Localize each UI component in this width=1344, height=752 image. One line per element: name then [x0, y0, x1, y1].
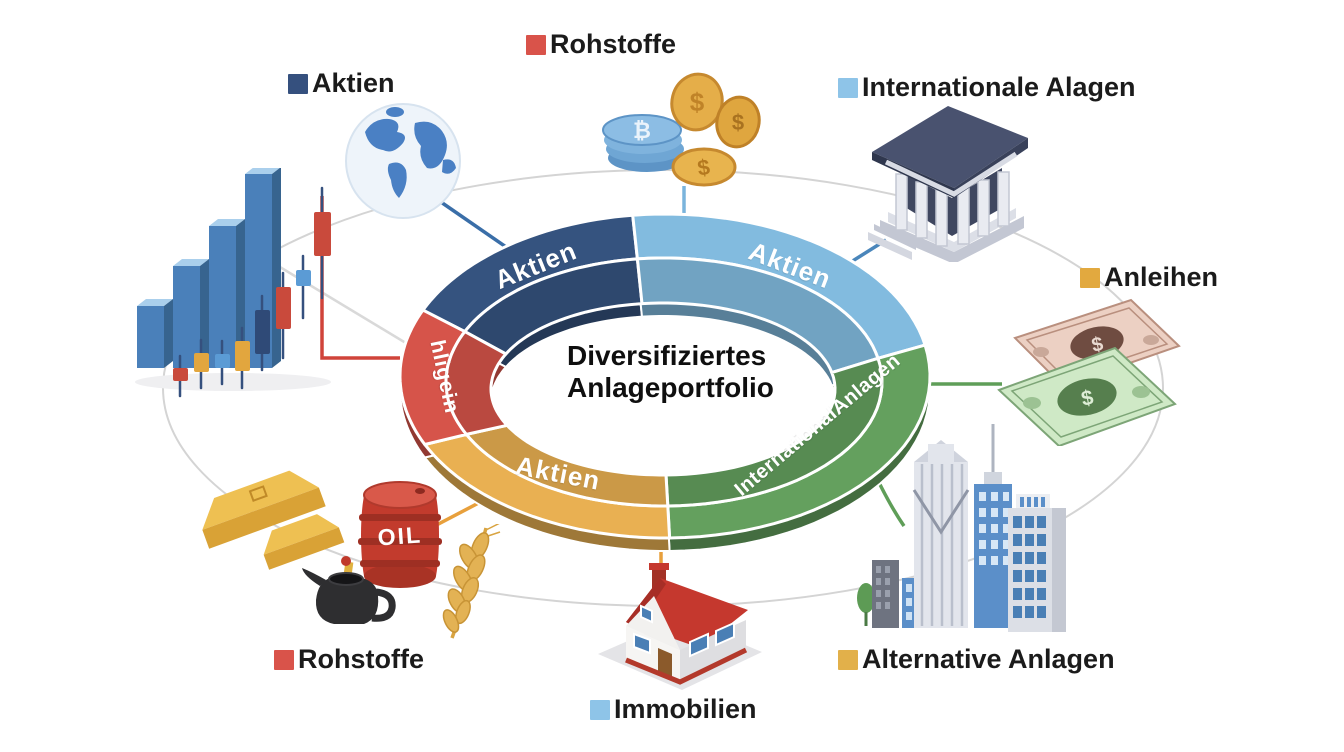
legend-label: Alternative Anlagen — [862, 644, 1115, 674]
legend-item-anleihen: Anleihen — [1080, 262, 1218, 293]
svg-text:$: $ — [732, 110, 744, 135]
legend-swatch — [274, 649, 294, 670]
legend-item-rohstoffe-bottom: Rohstoffe — [274, 644, 424, 675]
bank-icon — [868, 106, 1028, 262]
legend-item-immobilien: Immobilien — [590, 694, 757, 725]
stock-chart-icon — [135, 168, 331, 398]
legend-label: Anleihen — [1104, 262, 1219, 292]
chart-center-title-line1: Diversifiziertes — [567, 340, 767, 371]
oil-can-icon — [302, 556, 396, 624]
legend-swatch — [288, 73, 308, 94]
svg-text:₿: ₿ — [633, 118, 651, 143]
oil-barrel-icon: OIL — [358, 481, 442, 588]
house-icon — [598, 563, 762, 690]
legend-label: Internationale Alagen — [862, 72, 1136, 102]
svg-text:$: $ — [690, 87, 705, 117]
globe-icon — [345, 103, 461, 219]
svg-text:$: $ — [1090, 333, 1105, 357]
gold-bars-icon — [202, 470, 345, 570]
svg-text:OIL: OIL — [377, 521, 423, 550]
legend-item-internationale-anlagen: Internationale Alagen — [838, 72, 1136, 103]
legend-swatch — [1080, 267, 1100, 288]
legend-item-aktien: Aktien — [288, 68, 395, 99]
coins-icon: ₿ $ $ $ — [602, 72, 761, 187]
legend-label: Rohstoffe — [550, 29, 676, 59]
legend-label: Rohstoffe — [298, 644, 424, 674]
wheat-icon — [442, 524, 501, 639]
svg-text:$: $ — [696, 154, 712, 180]
legend-item-alternative-anlagen: Alternative Anlagen — [838, 644, 1115, 675]
legend-label: Immobilien — [614, 694, 757, 724]
legend-swatch — [590, 699, 610, 720]
legend-swatch — [526, 34, 546, 55]
legend-label: Aktien — [312, 68, 395, 98]
legend-swatch — [838, 77, 858, 98]
legend-swatch — [838, 649, 858, 670]
chart-center-title-line2: Anlageportfolio — [567, 372, 774, 404]
legend-item-rohstoffe-top: Rohstoffe — [526, 29, 676, 60]
chart-center-title: Diversifiziertes Anlageportfolio — [567, 340, 807, 405]
banknotes-icon: $ $ — [997, 298, 1181, 446]
city-buildings-icon — [857, 424, 1066, 632]
svg-text:$: $ — [1079, 386, 1096, 411]
